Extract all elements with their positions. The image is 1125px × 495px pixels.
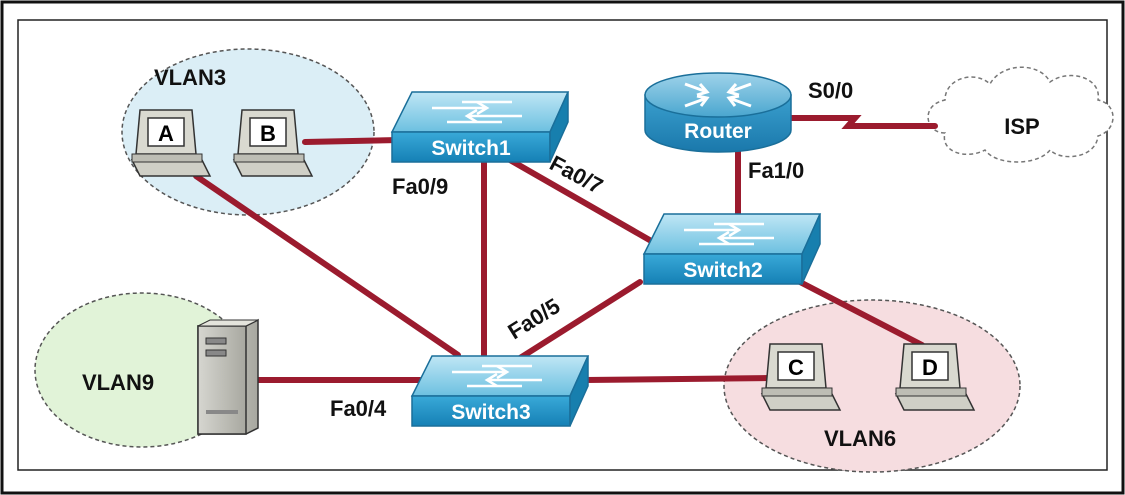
switch2[interactable]: Switch2 xyxy=(642,213,822,285)
port-fa04-label: Fa0/4 xyxy=(330,396,387,421)
switch1[interactable]: Switch1 xyxy=(390,91,570,163)
vlan6-label: VLAN6 xyxy=(824,426,896,451)
pc-d-label: D xyxy=(922,355,938,380)
link-b-switch1 xyxy=(302,137,403,145)
port-s00-label: S0/0 xyxy=(808,78,853,103)
links xyxy=(193,115,938,383)
pc-b-label: B xyxy=(260,121,276,146)
switch3-label: Switch3 xyxy=(451,401,530,424)
pc-b[interactable]: B xyxy=(232,109,314,177)
link-a-switch3 xyxy=(193,173,461,358)
link-switch2-d xyxy=(797,279,925,348)
switch3[interactable]: Switch3 xyxy=(410,355,590,427)
router-label: Router xyxy=(684,120,752,143)
link-switch2-switch3 xyxy=(517,279,643,361)
link-switch3-c xyxy=(582,375,773,383)
server[interactable] xyxy=(197,318,259,435)
switch2-label: Switch2 xyxy=(683,259,762,282)
pc-a-label: A xyxy=(158,121,174,146)
pc-d[interactable]: D xyxy=(894,343,976,411)
link-switch1-switch2 xyxy=(507,157,663,249)
vlan3-label: VLAN3 xyxy=(154,65,226,90)
isp-label: ISP xyxy=(1004,114,1039,139)
port-fa10-label: Fa1/0 xyxy=(748,158,804,183)
pc-a[interactable]: A xyxy=(130,109,212,177)
pc-c-label: C xyxy=(788,355,804,380)
switch1-label: Switch1 xyxy=(431,137,511,160)
vlan9-label: VLAN9 xyxy=(82,370,154,395)
link-router-isp xyxy=(787,115,938,129)
isp-cloud xyxy=(927,66,1114,163)
port-fa09-label: Fa0/9 xyxy=(392,174,448,199)
pc-c[interactable]: C xyxy=(760,343,842,411)
router[interactable]: Router xyxy=(644,72,792,153)
vlan6-zone xyxy=(723,299,1021,473)
